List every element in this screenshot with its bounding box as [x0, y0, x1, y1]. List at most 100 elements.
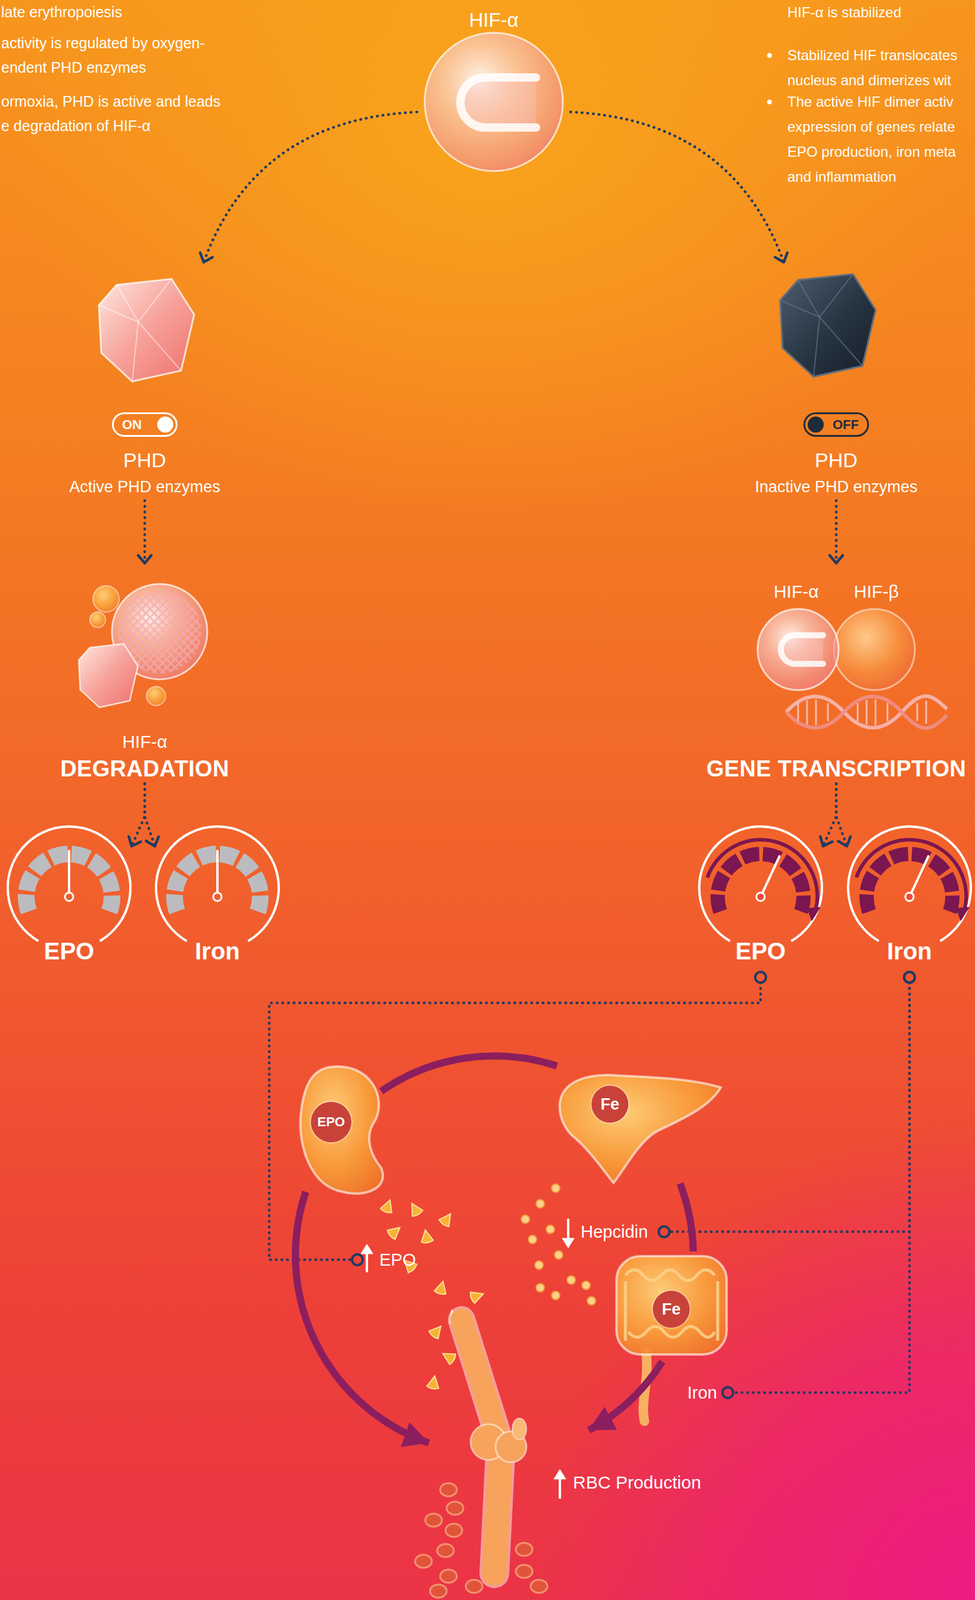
- transcription-illustration-part-part: [815, 699, 818, 725]
- epo-molecules-part: [406, 1199, 424, 1217]
- intestine-illustration: [616, 1255, 727, 1421]
- arrow-head: [838, 836, 851, 846]
- bone-marrow: RBC Production: [428, 1429, 703, 1507]
- gauge-low-epo: [7, 826, 131, 941]
- gauge-high-epo-part: [756, 892, 765, 901]
- red-blood-cells-part: [465, 1578, 483, 1593]
- explanatory-note: activity is regulated by oxygen- endent …: [1, 30, 225, 80]
- gauge-low-iron: [156, 826, 279, 941]
- intestine-illustration-part: [625, 1269, 718, 1341]
- degradation-illustration: [78, 583, 208, 707]
- arrow-head: [128, 836, 141, 846]
- active-phd-crystal-part: [98, 278, 195, 382]
- hepcidin-dots-part: [551, 1290, 560, 1300]
- dotted-connector: [835, 500, 839, 563]
- flow-connector: [658, 971, 915, 1237]
- intestine-illustration-part-part: [628, 1325, 715, 1337]
- gauge-dial: EPO: [698, 824, 824, 977]
- flow-connector: [269, 971, 766, 1265]
- gauge-low-iron-part: [216, 850, 219, 897]
- gauge-low-epo-part: [7, 826, 131, 941]
- arrow-head: [774, 252, 788, 263]
- cycle-arc: [589, 1360, 663, 1430]
- connector-end-ring: [755, 971, 766, 983]
- cycle-arc: [381, 1055, 557, 1091]
- gauge-high-iron: [848, 826, 971, 941]
- top-bullets-part: [767, 53, 772, 58]
- transcription-illustration-part: [786, 695, 948, 728]
- dotted-connector: [131, 783, 145, 846]
- arrow-head: [400, 1421, 429, 1447]
- degradation-illustration-part: [89, 611, 106, 628]
- explanatory-note: Stabilized HIF translocates nucleus and …: [787, 42, 974, 93]
- effect-label: Hepcidin: [556, 1215, 665, 1248]
- dotted-connector: [203, 111, 417, 263]
- effect-text: EPO: [379, 1247, 416, 1272]
- connector-end-ring: [722, 1386, 734, 1398]
- red-blood-cells-part: [430, 1583, 447, 1597]
- protein-label: HIF-α: [122, 730, 168, 753]
- bone-illustration-part: [461, 1319, 498, 1433]
- flow-connector: [680, 1182, 694, 1251]
- epo-molecules-part: [428, 1321, 446, 1339]
- intestine-organ: Fe: [610, 1250, 730, 1361]
- gauge-low-iron-part: [156, 826, 279, 941]
- trend-arrows-part: [558, 1475, 562, 1498]
- arrow-head: [820, 836, 833, 846]
- enzyme-name: PHD: [814, 447, 858, 472]
- active-phd-crystal-part: [116, 278, 172, 322]
- flow-connector: [589, 1360, 663, 1430]
- enzyme-state: Inactive PHD enzymes: [754, 476, 918, 497]
- transcription-illustration-part-part: [866, 699, 868, 725]
- transcription-illustration-part-part: [827, 702, 830, 721]
- effect-label: Iron: [684, 1377, 728, 1407]
- hepcidin-dots-part: [546, 1224, 555, 1233]
- transcription-illustration-part-part: [857, 702, 859, 721]
- flow-connector: [144, 783, 159, 846]
- flow-connector: [200, 111, 417, 263]
- dotted-connector: [143, 500, 147, 563]
- kidney-illustration-part: [300, 1066, 383, 1193]
- top-bullets-part: [767, 99, 772, 105]
- protein-label: HIF-β: [854, 580, 900, 603]
- hepcidin-dots-part: [534, 1260, 544, 1269]
- dotted-connector: [823, 783, 837, 846]
- gauge-low-iron-part: [213, 892, 222, 901]
- gauge-low-epo-part: [64, 892, 74, 901]
- liver-illustration: [559, 1074, 721, 1183]
- hif-sphere-part: [460, 77, 537, 128]
- red-blood-cells-part: [437, 1543, 454, 1557]
- intestine-illustration-part: [616, 1255, 727, 1354]
- connector-end-ring: [352, 1253, 363, 1265]
- liver-organ: Fe: [556, 1060, 724, 1183]
- arrow-head: [138, 555, 152, 563]
- gauge-high-iron-part: [848, 826, 971, 941]
- arrow-head: [200, 252, 213, 263]
- epo-molecules-part: [379, 1197, 396, 1214]
- gauge-high-iron-part: [866, 853, 953, 912]
- transcription-illustration: [757, 608, 948, 728]
- connector-end-ring: [904, 971, 915, 983]
- red-blood-cells-part: [515, 1542, 533, 1556]
- red-blood-cells-part: [440, 1482, 457, 1496]
- transcription-illustration-part-part: [925, 700, 928, 724]
- explanatory-note: late erythropoiesis: [1, 0, 359, 25]
- transcription-illustration-part: [833, 608, 915, 690]
- bone-illustration-part: [494, 1453, 501, 1573]
- gauge-high-iron-part: [905, 892, 914, 901]
- epo-molecules-part: [434, 1279, 450, 1295]
- inactive-phd-crystal: [780, 273, 876, 377]
- process-title: DEGRADATION: [60, 754, 229, 783]
- process-node: HIF-αDEGRADATION: [49, 562, 241, 784]
- gauge-label: EPO: [44, 936, 95, 965]
- enzyme-node: ONPHDActive PHD enzymes: [67, 262, 223, 501]
- process-title: GENE TRANSCRIPTION: [706, 754, 967, 783]
- degradation-illustration-part-part: [78, 643, 138, 707]
- gauge-low-epo-part: [67, 850, 71, 897]
- hepcidin-dots-part: [581, 1280, 591, 1289]
- enzyme-name: PHD: [123, 447, 167, 472]
- epo-molecules-part: [469, 1287, 486, 1304]
- flow-connector: [138, 500, 152, 563]
